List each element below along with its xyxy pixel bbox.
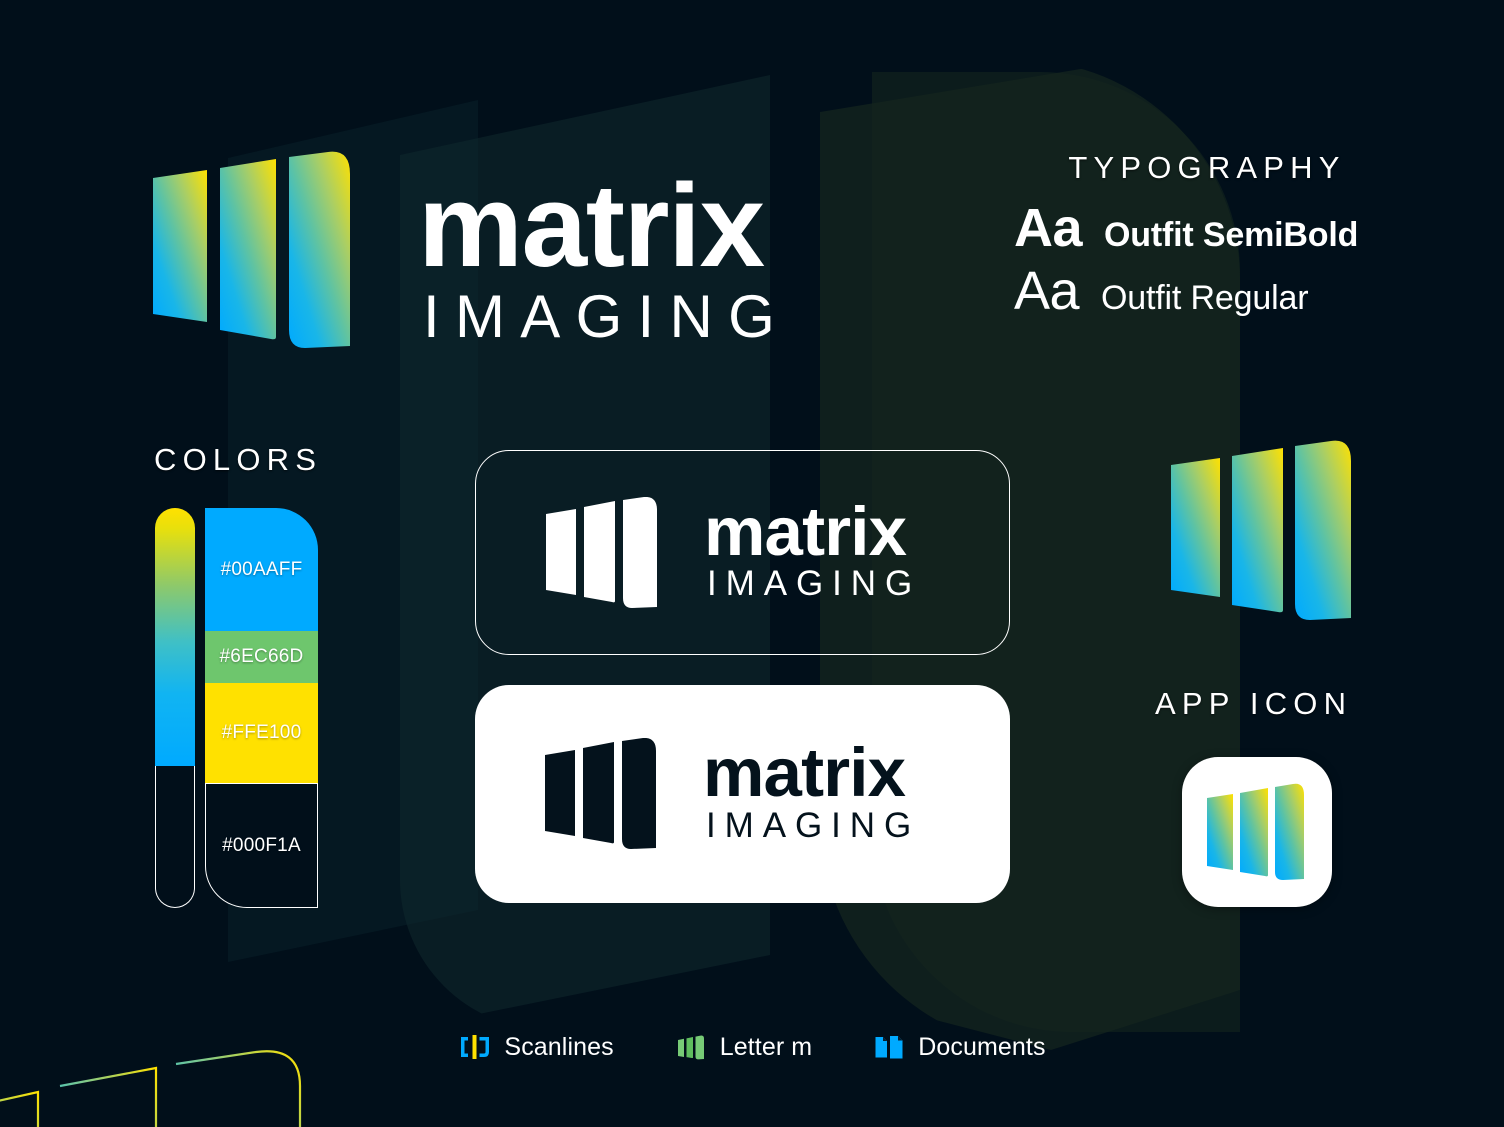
logo-card-wordmark: matrix IMAGING bbox=[704, 492, 922, 604]
hero-word-imaging: IMAGING bbox=[423, 282, 791, 350]
color-swatch: #000F1A bbox=[205, 783, 318, 908]
color-swatch: #6EC66D bbox=[205, 631, 318, 683]
logo-card-word-imaging: IMAGING bbox=[706, 805, 921, 845]
color-swatch-column: #00AAFF #6EC66D #FFE100 #000F1A bbox=[205, 508, 318, 908]
legend-label: Letter m bbox=[719, 1032, 813, 1061]
color-swatch: #FFE100 bbox=[205, 683, 318, 783]
color-swatch: #00AAFF bbox=[205, 508, 318, 631]
logo-card-word-matrix: matrix bbox=[703, 734, 906, 812]
colors-heading: COLORS bbox=[154, 442, 323, 477]
hero-wordmark: matrix IMAGING bbox=[418, 160, 791, 350]
gradient-pill-dark-end bbox=[155, 766, 195, 908]
gradient-pill-gradient bbox=[155, 508, 195, 766]
color-palette: #00AAFF #6EC66D #FFE100 #000F1A bbox=[155, 508, 325, 908]
logo-card-wordmark: matrix IMAGING bbox=[703, 734, 921, 845]
logo-lockup-card-outline: matrix IMAGING bbox=[475, 450, 1010, 655]
typography-name-semibold: Outfit SemiBold bbox=[1103, 216, 1359, 254]
decorative-outline-logo-mark bbox=[0, 1018, 310, 1127]
typography-heading: TYPOGRAPHY bbox=[1068, 150, 1346, 185]
legend-item-documents: Documents bbox=[872, 1030, 1045, 1064]
logo-mark-icon-gradient-large bbox=[1168, 440, 1360, 622]
typography-name-regular: Outfit Regular bbox=[1100, 278, 1309, 317]
legend-label: Documents bbox=[918, 1032, 1046, 1061]
concept-legend: Scanlines Letter m Docume bbox=[0, 1030, 1504, 1064]
color-swatch-label: #000F1A bbox=[222, 834, 301, 856]
scanlines-icon bbox=[458, 1030, 492, 1064]
hero-logo-mark-icon bbox=[150, 150, 360, 350]
typography-sample-row: Aa Outfit Regular bbox=[1014, 260, 1362, 321]
legend-label: Scanlines bbox=[504, 1032, 614, 1061]
typography-sample-row: Aa Outfit SemiBold bbox=[1014, 200, 1362, 257]
logo-card-word-imaging: IMAGING bbox=[707, 564, 922, 604]
hero-word-matrix: matrix bbox=[418, 160, 765, 292]
gradient-pill bbox=[155, 508, 195, 908]
documents-icon bbox=[872, 1030, 906, 1064]
logo-mark-icon-white bbox=[544, 496, 662, 609]
color-swatch-label: #FFE100 bbox=[221, 722, 302, 743]
legend-item-letter-m: Letter m bbox=[674, 1030, 813, 1064]
app-icon-mark bbox=[1205, 782, 1309, 882]
app-icon-heading: APP ICON bbox=[1155, 686, 1353, 721]
legend-item-scanlines: Scanlines bbox=[458, 1030, 614, 1064]
logo-mark-icon-dark bbox=[543, 738, 661, 850]
typography-section: TYPOGRAPHY Aa Outfit SemiBold Aa Outfit … bbox=[1014, 150, 1362, 319]
typography-specimen-semibold: Aa bbox=[1014, 198, 1082, 258]
logo-card-word-matrix: matrix bbox=[704, 492, 907, 570]
letter-m-icon bbox=[674, 1030, 708, 1064]
color-swatch-label: #00AAFF bbox=[220, 558, 303, 580]
logo-lockup-card-white: matrix IMAGING bbox=[475, 685, 1010, 903]
typography-specimen-regular: Aa bbox=[1014, 260, 1080, 321]
color-swatch-label: #6EC66D bbox=[219, 646, 304, 667]
app-icon-tile bbox=[1182, 757, 1332, 907]
